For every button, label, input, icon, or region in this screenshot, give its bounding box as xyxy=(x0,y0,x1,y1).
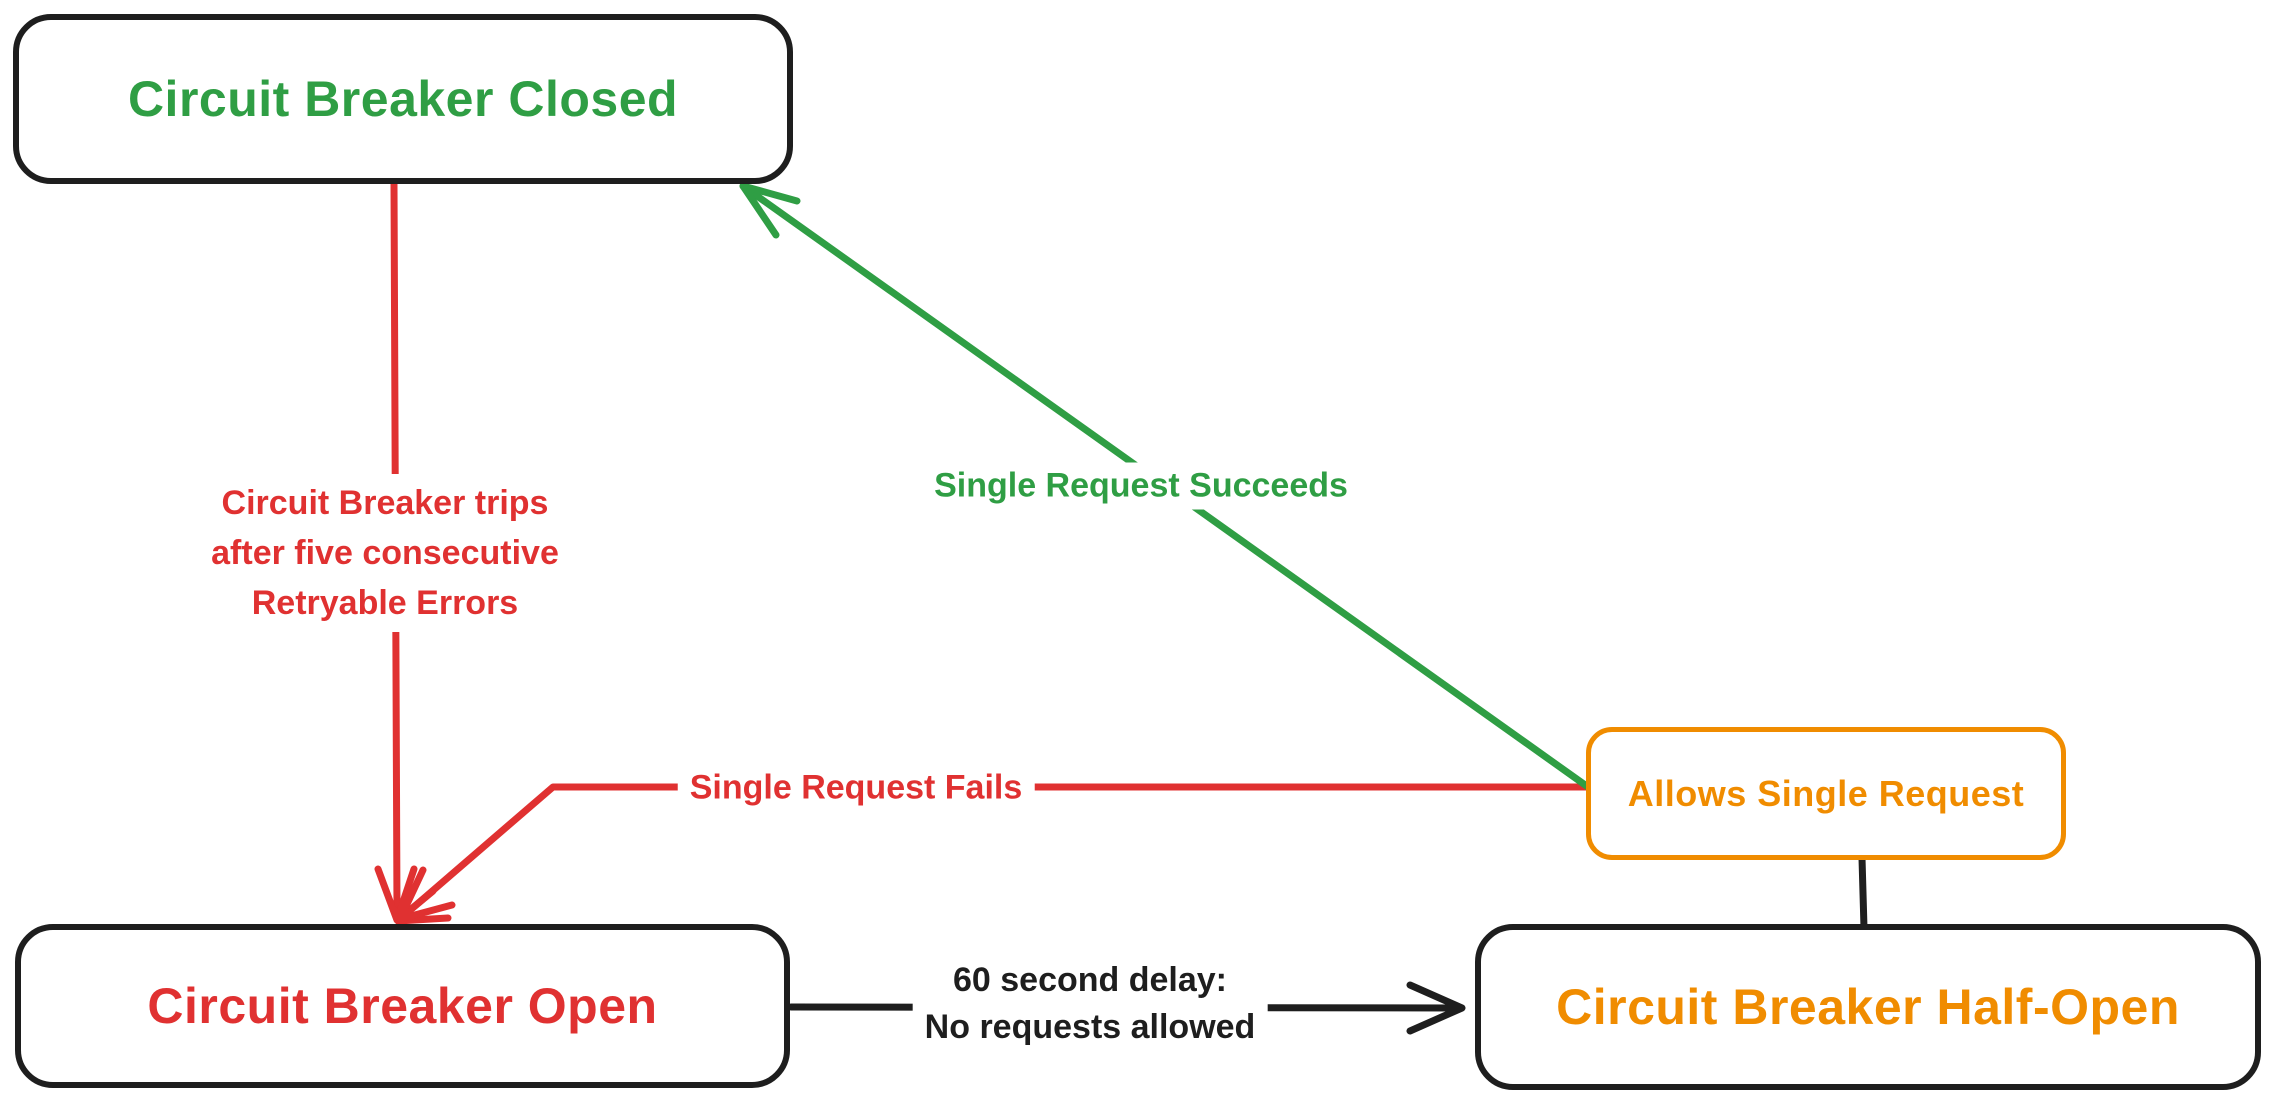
node-circuit-breaker-closed-label: Circuit Breaker Closed xyxy=(127,71,679,127)
edge-label-delay-line-2: No requests allowed xyxy=(924,1008,1256,1046)
edge-label-delay: 60 second delay: No requests allowed xyxy=(912,953,1268,1055)
edge-fails-arrowhead xyxy=(396,866,456,923)
edge-label-single-request-succeeds-text: Single Request Succeeds xyxy=(934,466,1348,505)
node-circuit-breaker-half-open-label: Circuit Breaker Half-Open xyxy=(1556,979,2180,1035)
edge-label-single-request-succeeds: Single Request Succeeds xyxy=(922,462,1360,510)
edge-label-trip-line-3: Retryable Errors xyxy=(251,584,519,622)
node-circuit-breaker-half-open: Circuit Breaker Half-Open xyxy=(1475,924,2261,1090)
edge-label-trip: Circuit Breaker trips after five consecu… xyxy=(199,474,571,632)
node-allows-single-request: Allows Single Request xyxy=(1586,727,2066,860)
edge-label-trip-line-1: Circuit Breaker trips xyxy=(221,484,549,522)
node-allows-single-request-label: Allows Single Request xyxy=(1627,772,2025,814)
edge-fails-line xyxy=(397,783,1590,922)
edge-label-single-request-fails-text: Single Request Fails xyxy=(689,768,1023,807)
edge-label-single-request-fails: Single Request Fails xyxy=(677,764,1035,812)
edge-label-delay-line-1: 60 second delay: xyxy=(952,961,1228,999)
edge-half-open-link-line xyxy=(1858,854,1868,932)
edge-trip-arrowhead xyxy=(374,865,452,925)
edge-delay-arrowhead xyxy=(1406,981,1466,1035)
node-circuit-breaker-open-label: Circuit Breaker Open xyxy=(147,978,658,1034)
node-circuit-breaker-closed: Circuit Breaker Closed xyxy=(13,14,793,184)
edge-label-trip-line-2: after five consecutive xyxy=(211,534,559,572)
edge-half-open-link xyxy=(1858,854,1868,932)
node-circuit-breaker-open: Circuit Breaker Open xyxy=(15,924,790,1088)
edge-single-request-fails xyxy=(396,783,1590,923)
edge-succeeds-arrowhead xyxy=(739,182,801,239)
